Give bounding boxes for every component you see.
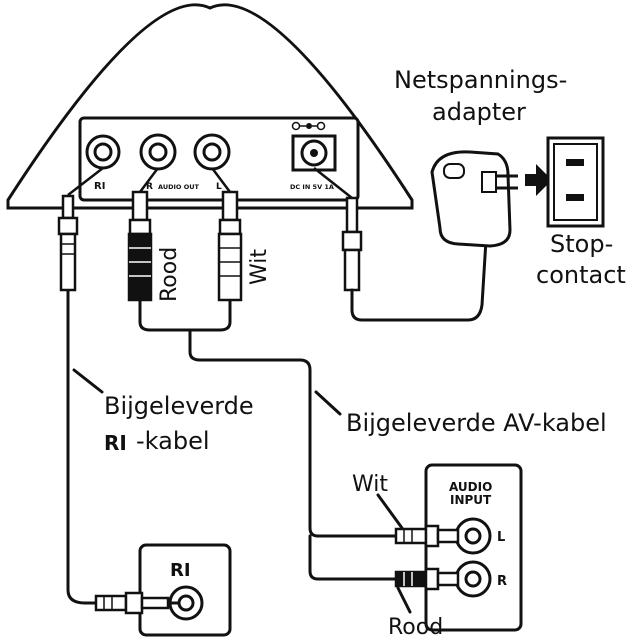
input-white-label: Wit bbox=[352, 472, 388, 497]
dc-cable bbox=[313, 167, 488, 322]
wall-outlet-icon bbox=[546, 136, 605, 228]
outlet-label-line2: contact bbox=[536, 261, 626, 289]
adapter-label-line2: adapter bbox=[432, 98, 526, 126]
panel-ri-label: RI bbox=[94, 181, 105, 192]
arrow-right-icon bbox=[525, 164, 552, 196]
audio-input-line1: AUDIO bbox=[449, 480, 492, 494]
input-r-jack bbox=[454, 560, 492, 598]
input-l-jack bbox=[454, 517, 492, 555]
panel-l-label: L bbox=[216, 182, 222, 192]
audio-input-line2: INPUT bbox=[450, 493, 492, 507]
av-cable-leader bbox=[314, 390, 342, 416]
ri-cable bbox=[57, 167, 104, 605]
dc-in-jack bbox=[291, 121, 337, 172]
av-cable-label: Bijgeleverde AV-kabel bbox=[346, 409, 607, 437]
ri-cable-leader bbox=[72, 368, 104, 394]
panel-audio-out-label: AUDIO OUT bbox=[158, 183, 200, 191]
white-plug-label: Wit bbox=[247, 249, 272, 285]
power-adapter bbox=[430, 150, 518, 248]
input-r-label: R bbox=[497, 574, 507, 589]
red-plug-label: Rood bbox=[157, 247, 182, 302]
adapter-label-line1: Netspannings- bbox=[394, 66, 567, 94]
av-cable bbox=[127, 167, 400, 581]
audio-out-r-jack bbox=[139, 133, 177, 171]
ri-device bbox=[138, 543, 232, 637]
panel-r-label: R bbox=[146, 182, 153, 192]
input-red-label: Rood bbox=[388, 615, 443, 640]
outlet-label-line1: Stop- bbox=[550, 230, 613, 258]
device-ri-label: RI bbox=[170, 560, 191, 581]
red-plug-bottom bbox=[394, 567, 460, 591]
audio-out-l-jack bbox=[193, 133, 231, 171]
rood-leader bbox=[396, 586, 412, 614]
panel-dc-in-label: DC IN 5V 1A bbox=[290, 183, 334, 191]
wit-leader bbox=[376, 493, 404, 530]
white-plug-bottom bbox=[394, 524, 460, 548]
input-l-label: L bbox=[497, 530, 505, 545]
speaker-unit bbox=[6, 3, 414, 210]
ri-jack bbox=[85, 134, 121, 170]
ri-cable-label-line1: Bijgeleverde bbox=[104, 392, 254, 420]
ri-cable-label-line2: -kabel bbox=[136, 427, 210, 455]
ri-plug-bottom bbox=[94, 591, 178, 615]
ri-cable-logo: RI bbox=[104, 431, 127, 455]
